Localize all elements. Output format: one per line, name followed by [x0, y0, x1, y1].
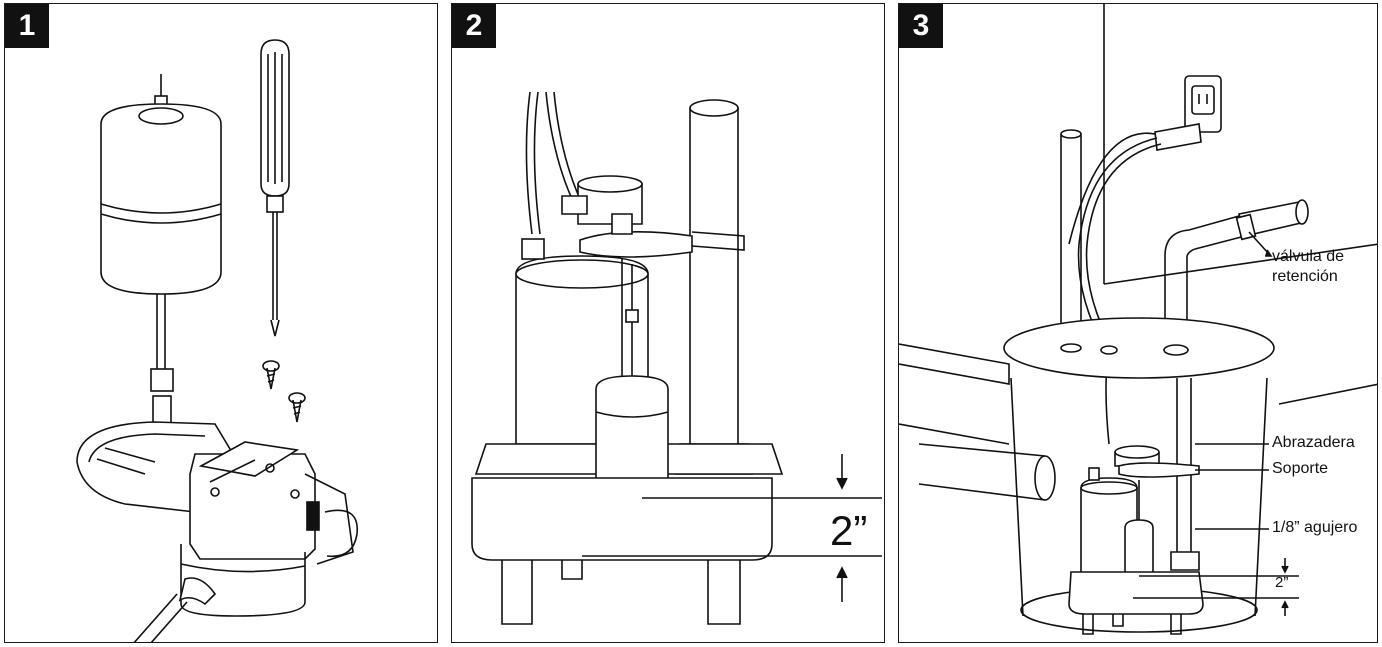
gap-dimension-label: 2”	[830, 507, 868, 554]
switch-base	[76, 421, 358, 617]
step-1-number: 1	[5, 4, 49, 48]
bracket-label: Soporte	[1272, 460, 1329, 477]
screw-icon	[288, 392, 306, 423]
power-cords	[525, 91, 581, 235]
dimension-lines	[582, 497, 882, 557]
vent-pipe	[1060, 129, 1082, 348]
step-2-panel: 2	[451, 3, 885, 643]
arrow-down-icon	[1281, 558, 1289, 574]
pump-base	[471, 477, 773, 625]
power-cord	[133, 577, 217, 642]
leader-lines	[1133, 231, 1299, 599]
gap-dimension-label: 2”	[1275, 574, 1289, 591]
check-valve-label-line2: retención	[1272, 268, 1338, 285]
basement-wall	[899, 4, 1377, 445]
arrow-down-icon	[836, 454, 848, 490]
float	[100, 74, 222, 295]
step-3-number: 3	[899, 4, 943, 48]
float-switch	[561, 175, 745, 258]
step-2-illustration	[471, 91, 882, 625]
step-1-panel: 1	[4, 3, 438, 643]
step-3-panel: 3	[898, 3, 1378, 643]
arrow-up-icon	[836, 566, 848, 602]
hole-label: 1/8” agujero	[1272, 519, 1358, 536]
inlet-pipe	[918, 443, 1056, 501]
clamp-label: Abrazadera	[1272, 434, 1355, 451]
power-outlet-icon	[1184, 75, 1222, 133]
discharge-pipe	[675, 99, 753, 475]
pump-in-pit	[1068, 378, 1204, 635]
step-3-illustration	[899, 4, 1377, 635]
power-cords	[1068, 123, 1202, 445]
screwdriver-icon	[260, 39, 290, 337]
step-2-number: 2	[452, 4, 496, 48]
check-valve-label-line1: válvula de	[1272, 248, 1345, 265]
sump-pit	[1003, 317, 1275, 633]
step-1-illustration	[76, 39, 358, 642]
screw-icon	[262, 360, 280, 390]
arrow-up-icon	[1281, 600, 1289, 616]
